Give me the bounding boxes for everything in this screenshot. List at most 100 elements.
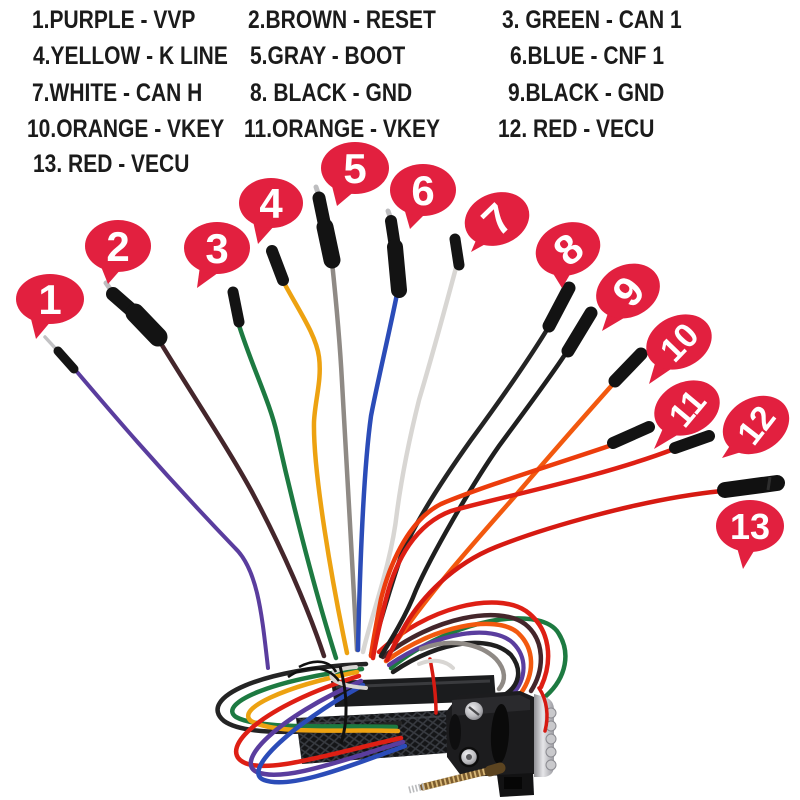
- loop-right-red: [376, 600, 551, 690]
- balloon-7-bubble: [464, 192, 530, 246]
- right-wire-loops: [376, 600, 568, 699]
- dsub-connector: [446, 691, 557, 797]
- wire-fan: [70, 259, 725, 670]
- wire-5-alligator-clip-body: [316, 218, 341, 269]
- legend-item-3: 3. GREEN - CAN 1: [502, 6, 682, 34]
- wire-3-connector-tip: [227, 286, 245, 328]
- cable-tie-end-2: [287, 667, 341, 682]
- balloon-10: 10: [646, 314, 712, 384]
- loop-left-green: [230, 666, 399, 730]
- loop-right-orange: [383, 621, 534, 696]
- dsub-screw-bottom-center: [466, 754, 472, 760]
- balloon-4: 4: [239, 178, 303, 244]
- dsub-recess: [449, 714, 461, 750]
- loose-screw-threads: [422, 766, 493, 791]
- loop-right-purple: [386, 630, 526, 697]
- balloon-11: 11: [654, 380, 720, 449]
- balloon-13-number: 13: [730, 506, 770, 547]
- wire-4-yellow-kline: [279, 276, 350, 656]
- loop-left-white: [329, 665, 368, 690]
- braided-sleeve-texture: [296, 710, 460, 764]
- wire-tips: [43, 184, 785, 498]
- balloon-12: 12: [722, 395, 790, 458]
- loose-screw: [408, 762, 506, 794]
- legend-item-4: 4.YELLOW - K LINE: [33, 42, 228, 70]
- wire-6-blue-cnf1: [355, 291, 400, 653]
- balloon-2-bubble: [85, 220, 151, 272]
- loop-left-red: [234, 673, 404, 769]
- balloon-6-bubble: [390, 164, 456, 216]
- legend-item-6: 6.BLUE - CNF 1: [510, 42, 665, 70]
- loose-screw-spring: [408, 782, 426, 794]
- balloon-6: 6: [390, 164, 456, 229]
- wire-12-connector-tip: [669, 430, 715, 454]
- loop-right-gray: [418, 640, 507, 692]
- balloon-1: 1: [16, 274, 84, 339]
- balloon-5-bubble: [321, 142, 389, 194]
- wire-11-orange-vkey: [368, 442, 615, 659]
- dsub-pin: [545, 733, 557, 745]
- wire-13-red-vecu: [384, 488, 725, 663]
- wire-8-connector-tip: [542, 281, 576, 333]
- balloon-13: 13: [716, 500, 784, 569]
- cable-tie-wrap: [338, 665, 348, 745]
- legend-item-8: 8. BLACK - GND: [250, 79, 413, 107]
- legend-item-11: 11.ORANGE - VKEY: [244, 115, 441, 143]
- accent-red-over-connector: [537, 686, 549, 733]
- wire-7-connector-tip: [449, 233, 465, 271]
- wire-2-brown-reset: [154, 334, 327, 659]
- balloon-8-bubble: [535, 222, 601, 276]
- balloon-2-number: 2: [106, 223, 129, 270]
- legend-item-7: 7.WHITE - CAN H: [32, 79, 203, 107]
- balloon-1-number: 1: [38, 276, 61, 323]
- balloon-3-number: 3: [205, 225, 228, 272]
- accent-wires: [417, 657, 549, 733]
- dsub-pin: [545, 746, 557, 758]
- wire-6-alligator-clip-body: [387, 239, 407, 298]
- number-balloons: 1 2 3 4 5: [16, 142, 790, 569]
- wire-10-connector-tip: [608, 347, 648, 388]
- legend-item-10: 10.ORANGE - VKEY: [27, 115, 225, 143]
- legend-item-5: 5.GRAY - BOOT: [250, 42, 406, 70]
- dsub-screw-top-slot: [468, 706, 480, 716]
- balloon-4-number: 4: [259, 180, 283, 227]
- balloon-11-bubble: [654, 380, 720, 436]
- legend-item-12: 12. RED - VECU: [498, 115, 655, 143]
- cable-tie: [287, 660, 348, 745]
- wire-11-connector-tip: [607, 421, 655, 449]
- balloon-1-bubble: [16, 274, 84, 324]
- loose-screw-head: [484, 762, 506, 777]
- loop-right-brown: [380, 612, 544, 694]
- wire-12-red-vecu: [370, 446, 677, 661]
- dsub-pin: [545, 759, 557, 771]
- balloon-9-bubble: [596, 263, 660, 319]
- wire-1-pin: [43, 335, 58, 351]
- accent-white: [417, 658, 455, 670]
- legend-item-2: 2.BROWN - RESET: [248, 6, 436, 34]
- balloon-3-bubble: [184, 222, 250, 274]
- balloon-3: 3: [184, 222, 250, 288]
- accent-red-left: [428, 657, 438, 715]
- wire-2-alligator-clip-body: [125, 303, 168, 347]
- balloon-7: 7: [464, 192, 530, 252]
- wire-3-green-can1: [235, 319, 339, 661]
- braided-sleeve-highlight: [299, 715, 451, 725]
- dsub-bottom-clamp-notch: [504, 777, 522, 789]
- legend-item-13: 13. RED - VECU: [33, 150, 190, 178]
- legend-item-1: 1.PURPLE - VVP: [32, 6, 196, 34]
- balloon-4-bubble: [239, 178, 303, 228]
- balloon-5: 5: [321, 142, 389, 206]
- wire-1-sleeve: [53, 346, 79, 374]
- wire-1-purple-vvp: [70, 364, 270, 670]
- balloon-9: 9: [596, 263, 660, 331]
- dsub-thumbscrew-slot: [490, 704, 510, 764]
- balloon-13-bubble: [716, 500, 784, 552]
- wire-5-gray-boot: [329, 259, 360, 653]
- balloon-6-number: 6: [411, 167, 434, 214]
- balloon-5-number: 5: [343, 145, 366, 192]
- cable-tie-end-1: [298, 660, 338, 673]
- wire-13-connector-ridge: [766, 476, 772, 491]
- loop-left-blue: [256, 682, 408, 785]
